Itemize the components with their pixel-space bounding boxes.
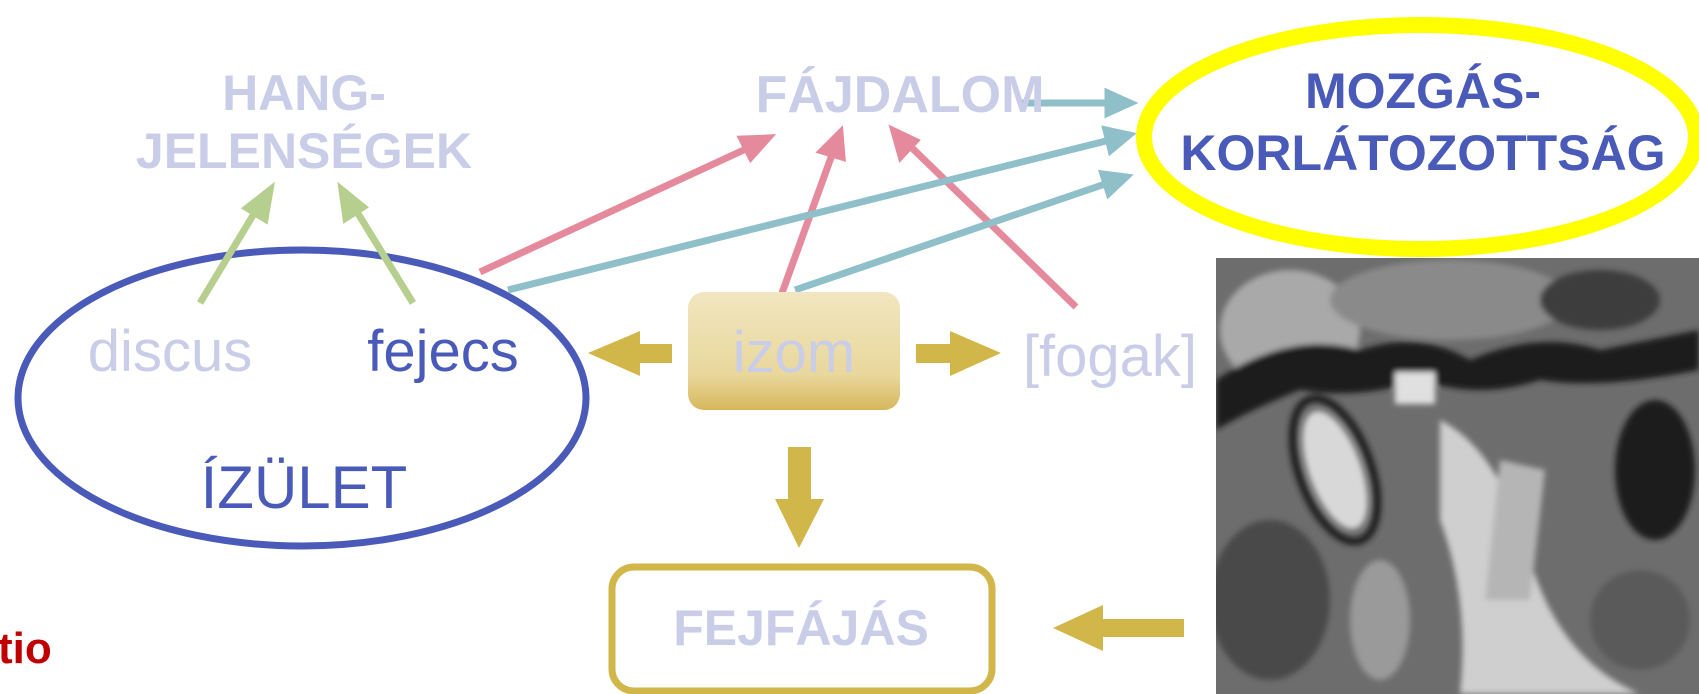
teal-arrows [507,87,1139,294]
fejfajas-box [608,563,996,694]
mozgas-label-line2: KORLÁTOZOTTSÁG [1180,125,1665,181]
discus-label: discus [88,319,252,384]
izom-label: izom [733,320,855,385]
fejfajas-label: FEJFÁJÁS [673,600,929,656]
arrow-izom-to-fogak [916,331,1001,376]
gold-arrows [588,331,1184,651]
fejecs-label: fejecs [367,319,519,384]
mozgas-label-line1: MOZGÁS- [1305,63,1541,119]
highlight-ellipse [1136,17,1699,257]
izom-box [688,292,900,410]
fajdalom-label: FÁJDALOM [756,66,1045,124]
pink-arrows [478,124,1079,310]
izulet-label: ÍZÜLET [201,454,408,521]
mri-image [1216,258,1699,694]
fogak-label: [fogak] [1023,324,1197,389]
joint-ellipse [14,246,590,550]
hangjelensegek-label-line1: HANG- [222,65,386,121]
arrow-izom-to-fejfajas [775,447,824,548]
green-arrows [197,181,416,305]
cut-off-text: tio [0,624,52,673]
arrow-image-to-fejfajas [1053,605,1184,651]
hangjelensegek-label-line2: JELENSÉGEK [136,123,472,179]
arrow-izom-to-joint [588,331,672,376]
